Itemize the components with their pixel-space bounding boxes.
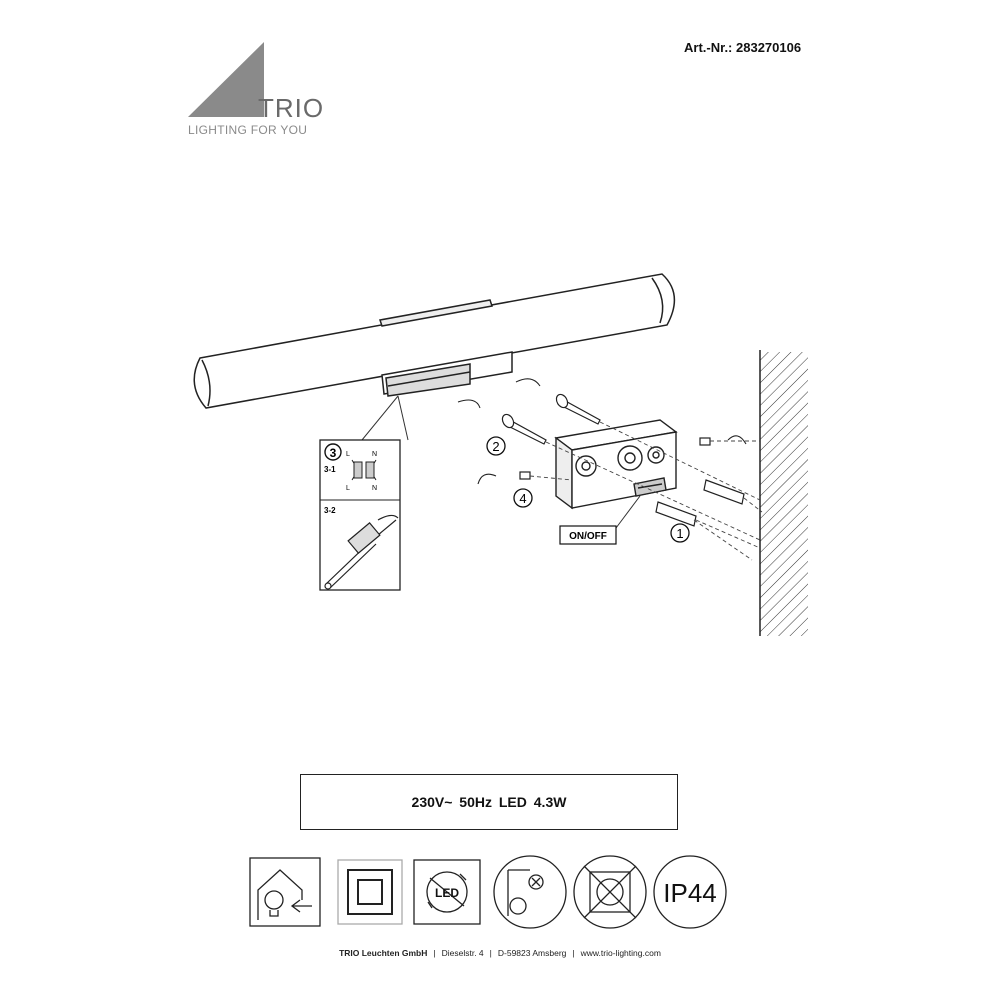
sub-3-2-label: 3-2 <box>324 506 336 515</box>
step2-callout: 2 <box>486 436 506 456</box>
sub-3-1-label: 3-1 <box>324 465 336 474</box>
step4-callout: 4 <box>513 488 533 508</box>
svg-text:LED: LED <box>435 886 459 900</box>
step3-label: 3 <box>330 446 337 460</box>
double-insulation-icon <box>337 859 403 925</box>
connector-detail-box: 3 3-1 L N L N 3-2 <box>319 439 401 591</box>
wire-l-label-bottom: L <box>346 485 350 492</box>
brand-tagline: LIGHTING FOR YOU <box>188 123 308 137</box>
footer-street: Dieselstr. 4 <box>441 948 484 958</box>
footer-company: TRIO Leuchten GmbH <box>339 948 428 958</box>
min-distance-icon <box>493 855 567 929</box>
on-off-label: ON/OFF <box>559 525 617 545</box>
mounting-box <box>554 419 678 510</box>
wire-n-label-top: N <box>372 451 377 458</box>
switch-leader <box>615 495 641 529</box>
wire-l-label-top: L <box>346 451 350 458</box>
svg-text:4: 4 <box>519 491 526 506</box>
footer-city: D-59823 Amsberg <box>497 948 567 958</box>
electrical-spec-box: 230V~ 50Hz LED 4.3W <box>300 774 678 830</box>
footer-website-link[interactable]: www.trio-lighting.com <box>580 948 661 958</box>
svg-text:ON/OFF: ON/OFF <box>569 531 607 542</box>
footer-address: TRIO Leuchten GmbH|Dieselstr. 4|D-59823 … <box>339 948 661 958</box>
luminaire-tube <box>193 273 676 409</box>
screws <box>501 393 711 480</box>
no-dimmer-icon <box>573 855 647 929</box>
logo-triangle-icon <box>188 42 264 117</box>
wall-plugs <box>655 479 745 527</box>
certification-symbols: LED IP44 <box>249 855 727 929</box>
svg-text:2: 2 <box>492 439 499 454</box>
indoor-lamp-icon <box>249 857 321 927</box>
wall <box>759 350 808 636</box>
led-replaceable-icon: LED <box>413 859 481 925</box>
electrical-spec-text: 230V~ 50Hz LED 4.3W <box>411 794 567 810</box>
ip-rating-icon: IP44 <box>653 855 727 929</box>
svg-text:1: 1 <box>676 526 683 541</box>
detail-leader <box>361 395 409 441</box>
brand-name: TRIO <box>258 93 325 123</box>
svg-text:IP44: IP44 <box>663 878 717 908</box>
article-number: Art.-Nr.: 283270106 <box>684 40 802 55</box>
alignment-lines <box>529 421 763 561</box>
rotation-arrows <box>457 378 747 485</box>
step1-callout: 1 <box>670 523 690 543</box>
wire-n-label-bottom: N <box>372 485 377 492</box>
